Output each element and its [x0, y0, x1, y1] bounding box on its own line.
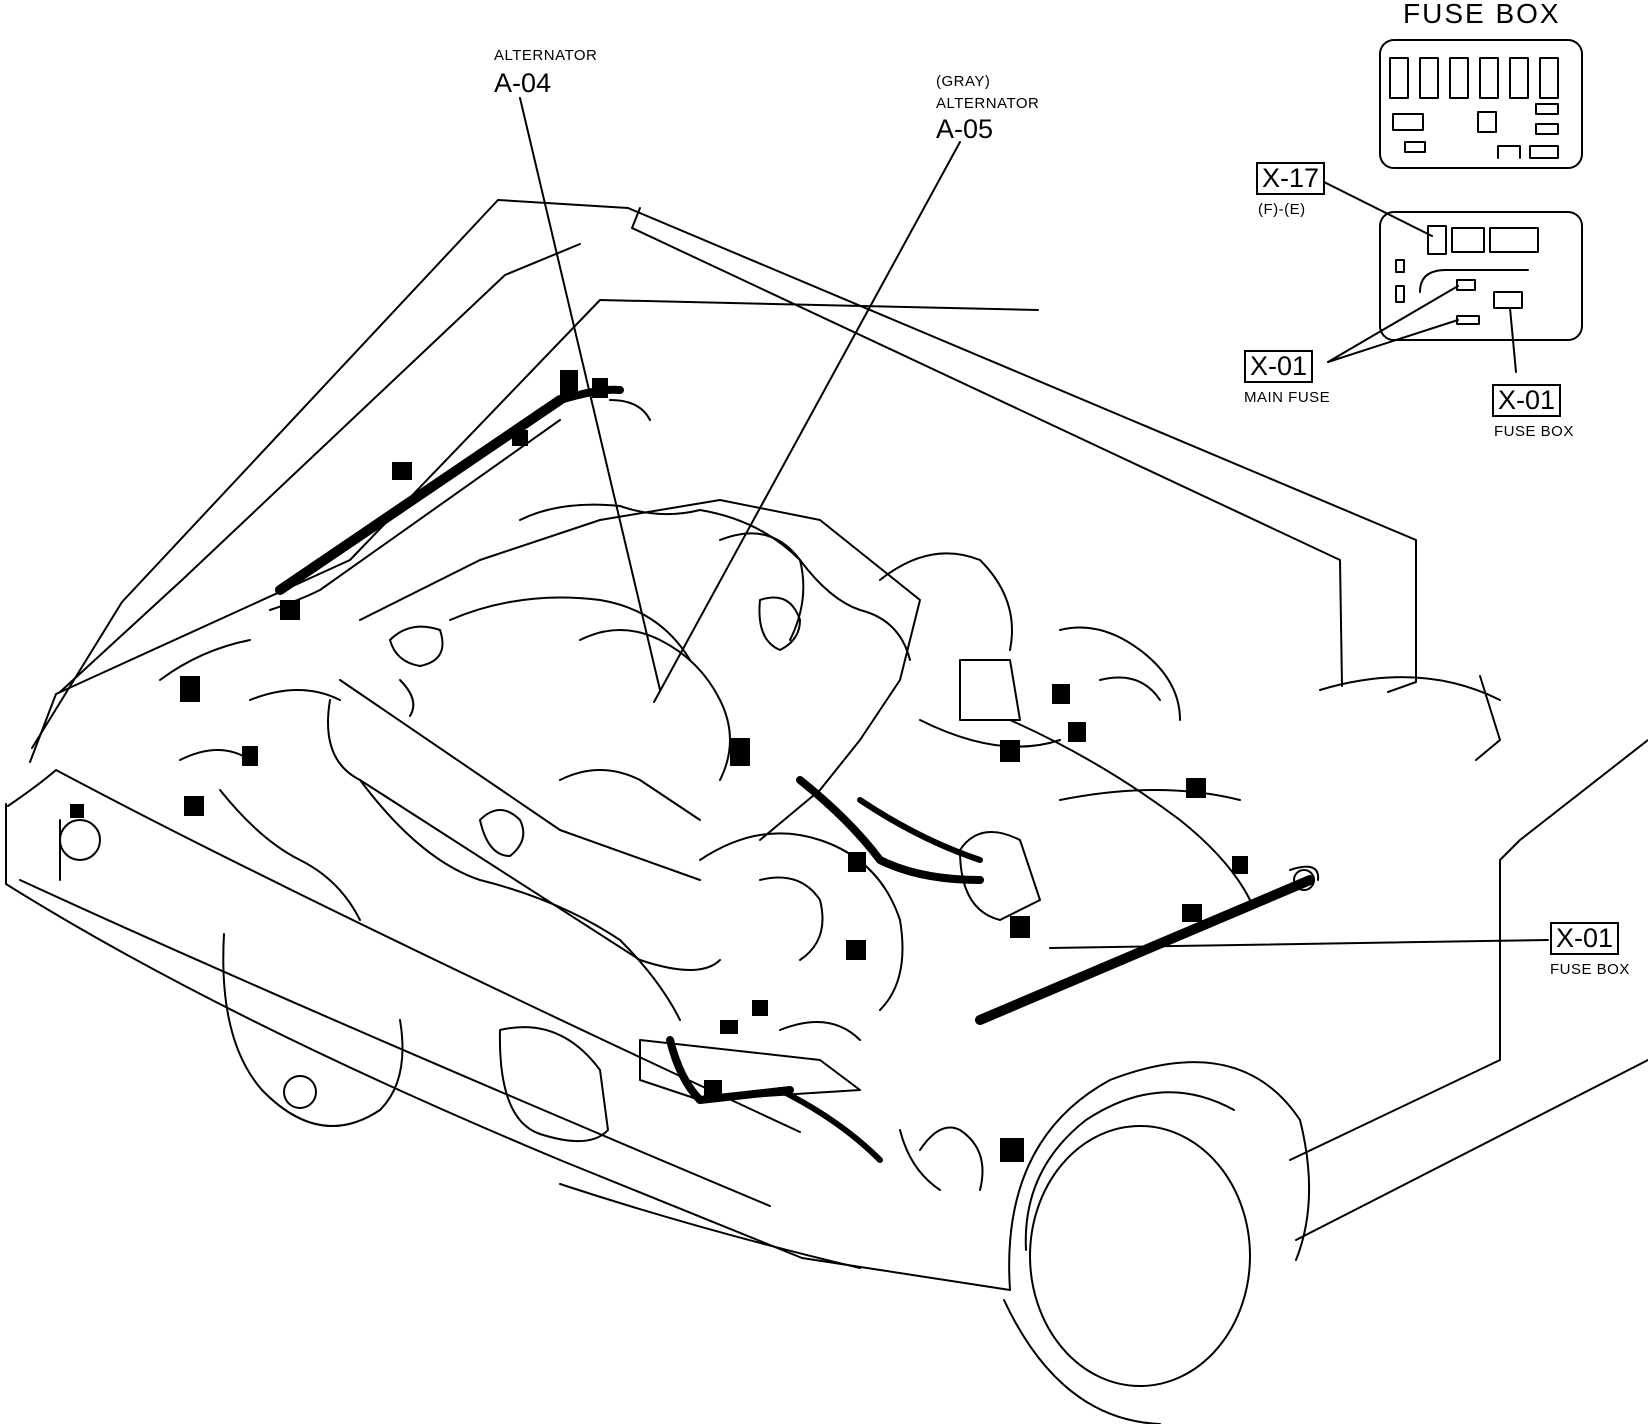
callout-x01-engine-code: X-01 [1550, 922, 1620, 955]
callout-x17-code: X-17 [1256, 162, 1326, 195]
fuse-box-interior-view [1379, 211, 1583, 373]
callout-x01-main-label: MAIN FUSE [1244, 389, 1331, 406]
callout-x01-engine-label: FUSE BOX [1550, 961, 1630, 978]
inset-leaders [1323, 181, 1459, 363]
car-body [5, 199, 1648, 1424]
fuse-box-title: FUSE BOX [1403, 0, 1561, 29]
wiring-harness [159, 385, 1320, 1191]
callout-a05-label: ALTERNATOR [936, 95, 1040, 112]
engine [219, 499, 1181, 1101]
callout-a05-code: A-05 [936, 114, 994, 144]
fuse-box-top-view [1379, 39, 1583, 169]
callout-a05-color: (GRAY) [936, 73, 991, 90]
callout-x01-main-code: X-01 [1244, 350, 1314, 383]
callout-a04-code: A-04 [494, 68, 552, 98]
callout-a04-label: ALTERNATOR [494, 47, 598, 64]
callout-x17-pins: (F)-(E) [1258, 201, 1306, 218]
callout-x01-inset-code: X-01 [1492, 384, 1562, 417]
callout-leaders [519, 97, 1549, 949]
connectors [70, 370, 1248, 1162]
callout-x01-inset-label: FUSE BOX [1494, 423, 1574, 440]
